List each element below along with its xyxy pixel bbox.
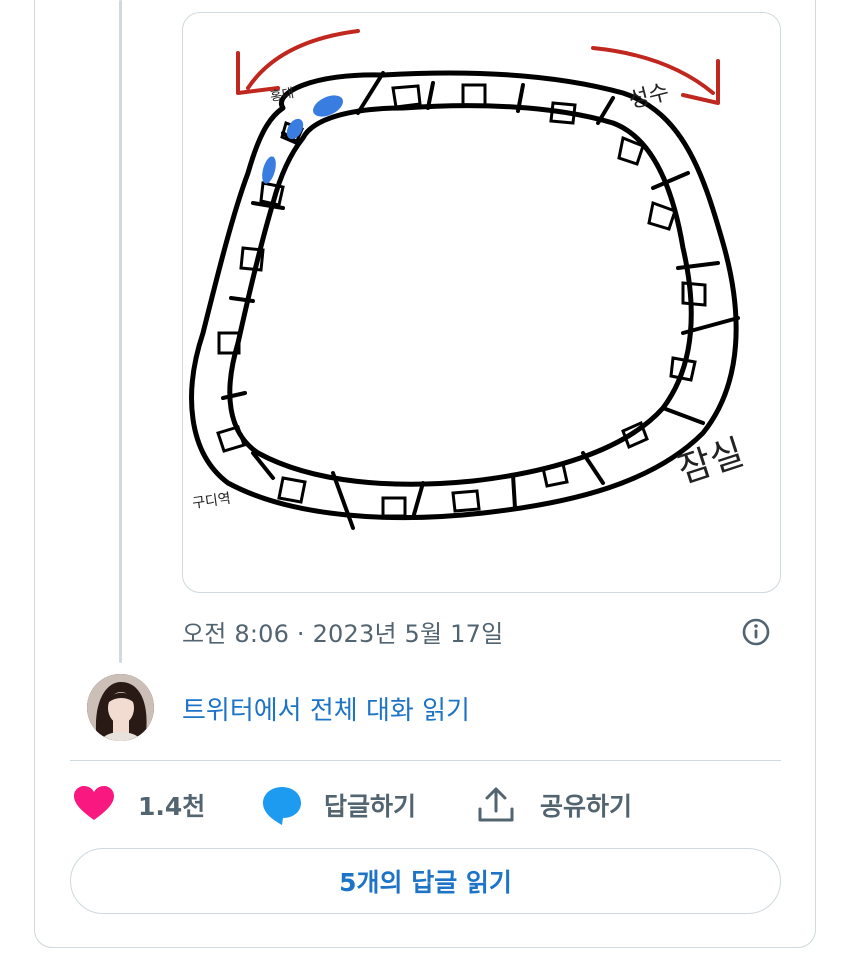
- avatar-image: [87, 674, 154, 741]
- divider: [70, 760, 781, 761]
- read-replies-button[interactable]: 5개의 답글 읽기: [70, 848, 781, 914]
- tweet-timestamp[interactable]: 오전 8:06 · 2023년 5월 17일: [182, 620, 504, 648]
- like-button[interactable]: 1.4천: [72, 780, 205, 830]
- reply-button[interactable]: 답글하기: [260, 780, 416, 830]
- thread-line: [119, 0, 122, 663]
- read-replies-label: 5개의 답글 읽기: [339, 868, 512, 897]
- share-button[interactable]: 공유하기: [474, 780, 632, 830]
- label-seongsu: 성수: [626, 80, 671, 114]
- avatar[interactable]: [87, 674, 154, 741]
- share-icon: [478, 787, 514, 822]
- label-hongdae: 홍대: [269, 86, 295, 105]
- heart-icon: [74, 786, 114, 820]
- tweet-image[interactable]: 홍대 성수 잠실 구디역: [182, 12, 781, 593]
- share-label: 공유하기: [540, 792, 633, 821]
- info-icon[interactable]: [740, 616, 772, 648]
- like-count: 1.4천: [138, 792, 206, 821]
- label-jamsil: 잠실: [673, 432, 749, 491]
- tweet-actions: 1.4천 답글하기 공유하기: [72, 780, 782, 830]
- speech-bubble-icon: [263, 787, 301, 825]
- subway-ring-drawing: 홍대 성수 잠실 구디역: [189, 29, 749, 530]
- label-gudi: 구디역: [191, 491, 231, 512]
- read-full-conversation-link[interactable]: 트위터에서 전체 대화 읽기: [182, 696, 470, 726]
- reply-label: 답글하기: [324, 792, 417, 821]
